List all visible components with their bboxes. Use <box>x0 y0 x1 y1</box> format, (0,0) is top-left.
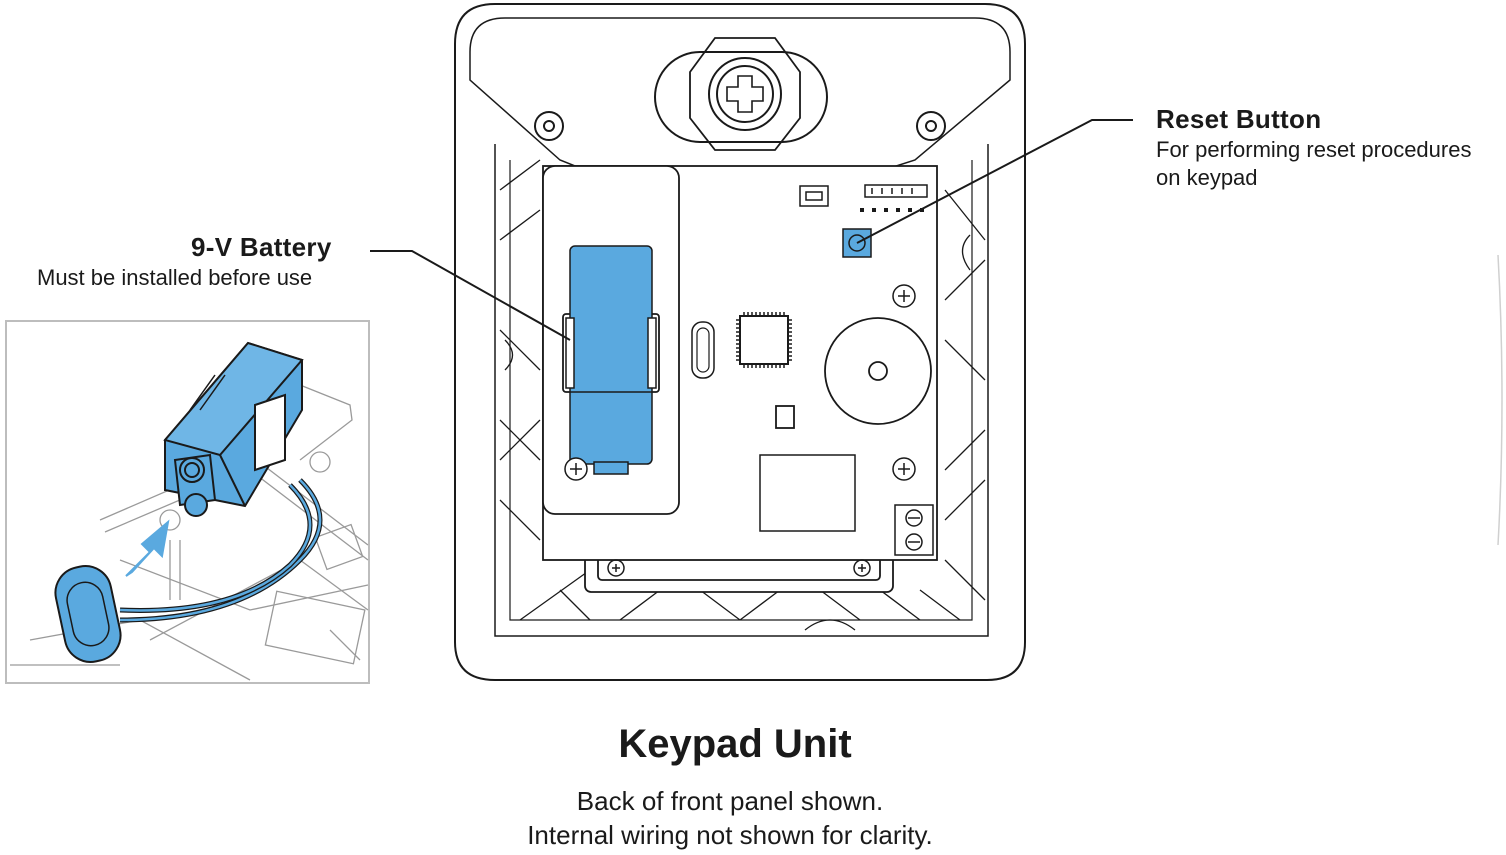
keypad-housing <box>454 3 1026 681</box>
chip-icon <box>736 312 792 368</box>
battery-callout-title: 9-V Battery <box>191 232 332 262</box>
buzzer-icon <box>824 317 932 425</box>
board-screw-icon <box>607 559 871 577</box>
screw-icon <box>564 284 916 481</box>
connector-icon <box>799 184 928 207</box>
battery-leader-line <box>370 250 571 341</box>
battery-3d-icon <box>163 341 304 517</box>
frame-lattice <box>499 159 986 631</box>
mounting-boss-icon <box>654 37 828 151</box>
battery-snap-icon <box>54 565 122 663</box>
caption-line-1: Back of front panel shown. <box>576 786 884 816</box>
mounting-hole-icon <box>534 111 946 141</box>
component-block <box>759 454 856 532</box>
terminal-block-icon <box>894 504 934 556</box>
reset-callout-description-line1: For performing reset procedures <box>1156 137 1472 162</box>
battery-icon <box>565 245 657 475</box>
battery-callout-description: Must be installed before use <box>37 265 313 290</box>
crystal-icon <box>691 321 715 379</box>
reset-callout-title: Reset Button <box>1156 104 1322 134</box>
led-icon <box>775 405 795 429</box>
reset-callout-description-line2: on keypad <box>1156 165 1258 190</box>
battery-installation-inset <box>5 320 370 684</box>
caption-line-2: Internal wiring not shown for clarity. <box>527 820 933 850</box>
caption-title: Keypad Unit <box>618 722 852 766</box>
reset-leader-line <box>856 119 1133 244</box>
install-arrow-icon <box>125 519 170 577</box>
